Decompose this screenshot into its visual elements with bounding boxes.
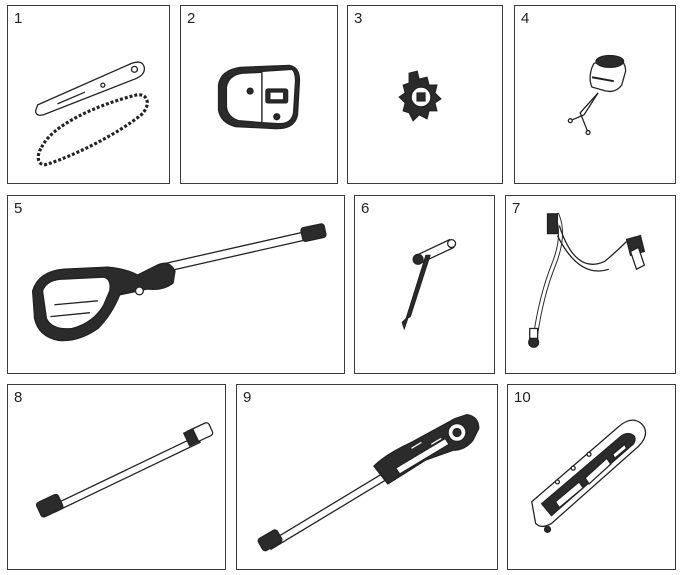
part-panel-5: 5 [7, 195, 345, 374]
part-panel-4: 4 [514, 5, 676, 184]
sprocket-icon [398, 70, 442, 122]
part-panel-7: 7 [505, 195, 676, 374]
guide-bar-and-chain-icon [35, 61, 149, 167]
chain-cover-icon [217, 64, 301, 130]
oil-cap-icon [567, 54, 627, 136]
power-head-with-shaft-icon [31, 223, 327, 342]
part-number: 2 [187, 10, 196, 27]
part-number: 5 [14, 200, 23, 217]
part-number: 9 [243, 389, 252, 406]
chainsaw-head-with-shaft-icon [257, 414, 480, 552]
part-number: 1 [14, 10, 23, 27]
part-panel-2: 2 [180, 5, 338, 184]
part-panel-1: 1 [7, 5, 170, 184]
part-panel-9: 9 [236, 384, 498, 570]
extension-shaft-icon [35, 422, 214, 518]
bar-scabbard-icon [531, 419, 647, 533]
part-panel-8: 8 [7, 384, 226, 570]
part-number: 7 [512, 200, 521, 217]
part-panel-6: 6 [354, 195, 495, 374]
part-number: 6 [361, 200, 370, 217]
part-panel-3: 3 [347, 5, 503, 184]
part-number: 10 [514, 389, 531, 406]
bar-wrench-screwdriver-icon [401, 238, 457, 331]
part-panel-10: 10 [507, 384, 676, 570]
part-number: 8 [14, 389, 23, 406]
part-number: 3 [354, 10, 363, 27]
shoulder-strap-icon [528, 212, 646, 348]
part-number: 4 [521, 10, 530, 27]
